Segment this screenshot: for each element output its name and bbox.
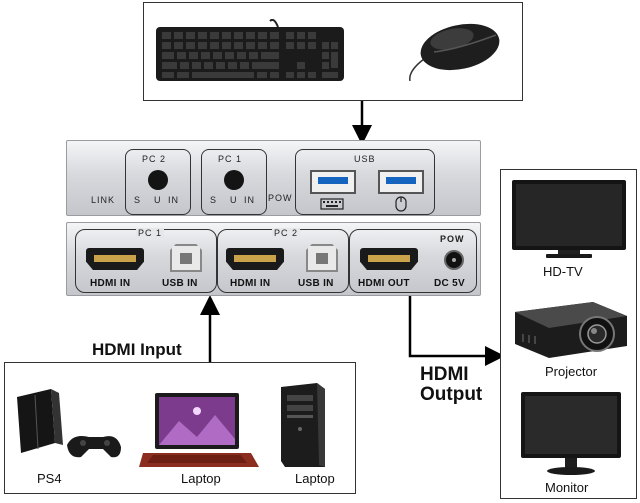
keyboard-icon xyxy=(156,19,344,81)
hdmi-out-label: HDMI OUT xyxy=(358,278,410,289)
pc1-rear-group: PC 1 HDMI IN USB IN xyxy=(75,228,217,293)
desktop-tower-icon xyxy=(281,383,325,467)
pc1-front-group: PC 1 S U IN xyxy=(201,149,267,215)
hdmi-in-1-port[interactable] xyxy=(86,248,144,270)
pc2-rear-title: PC 2 xyxy=(272,228,301,238)
switch-to-output-arrow xyxy=(408,296,505,366)
hdmi-in-1-label: HDMI IN xyxy=(90,278,131,289)
hdmi-input-label: HDMI Input xyxy=(92,340,182,359)
usb-front-title: USB xyxy=(354,154,376,164)
usb-keyboard-port[interactable] xyxy=(310,170,356,194)
usb-front-group: USB xyxy=(295,149,435,215)
output-rear-group: POW HDMI OUT DC 5V xyxy=(349,229,477,293)
output-label-projector: Projector xyxy=(545,364,598,379)
link-label: LINK xyxy=(91,195,116,205)
switch-rear-panel: PC 1 HDMI IN USB IN PC 2 HDMI IN USB IN … xyxy=(66,222,481,296)
dc-5v-label: DC 5V xyxy=(434,278,465,289)
hdmi-out-port[interactable] xyxy=(360,248,418,270)
pc2-led-in-label: IN xyxy=(168,195,179,205)
pc1-led-u-label: U xyxy=(230,195,238,205)
ps4-console-icon xyxy=(17,389,121,458)
pc2-led-s-label: S xyxy=(134,195,142,205)
input-label-laptop-2: Laptop xyxy=(295,471,335,486)
pc2-rear-group: PC 2 HDMI IN USB IN xyxy=(217,228,349,293)
projector-icon xyxy=(515,302,627,358)
input-label-laptop-1: Laptop xyxy=(181,471,221,486)
output-label-monitor: Monitor xyxy=(545,480,589,495)
peripherals-box xyxy=(143,2,523,101)
dc-power-jack[interactable] xyxy=(444,250,464,270)
input-label-ps4: PS4 xyxy=(37,471,62,486)
hdmi-in-2-label: HDMI IN xyxy=(230,278,271,289)
rear-pow-label: POW xyxy=(440,234,465,244)
keyboard-small-icon xyxy=(320,198,344,210)
output-displays-box: HD-TV Projector Monitor xyxy=(500,169,637,499)
usb-in-2-port[interactable] xyxy=(306,244,338,272)
usb-in-1-port[interactable] xyxy=(170,244,202,272)
pc1-led-in-label: IN xyxy=(244,195,255,205)
monitor-icon xyxy=(521,392,621,475)
input-sources-box: PS4 Laptop Laptop xyxy=(4,362,356,494)
pc2-front-group: PC 2 S U IN xyxy=(125,149,191,215)
usb-mouse-port[interactable] xyxy=(378,170,424,194)
usb-in-1-label: USB IN xyxy=(162,278,198,289)
pc2-led-u-label: U xyxy=(154,195,162,205)
pc2-select-button[interactable] xyxy=(148,170,168,190)
pc2-front-title: PC 2 xyxy=(142,154,167,164)
output-label-tv: HD-TV xyxy=(543,264,583,279)
hdmi-in-2-port[interactable] xyxy=(226,248,284,270)
tv-icon xyxy=(512,180,626,258)
front-pow-label: POW xyxy=(268,193,293,203)
usb-in-2-label: USB IN xyxy=(298,278,334,289)
pc1-rear-title: PC 1 xyxy=(136,228,165,238)
mouse-small-icon xyxy=(395,196,407,212)
laptop-icon xyxy=(139,393,259,467)
hdmi-output-label-line1: HDMI xyxy=(420,364,469,385)
pc1-front-title: PC 1 xyxy=(218,154,243,164)
hdmi-output-label-line2: Output xyxy=(420,384,483,405)
switch-front-panel: LINK PC 2 S U IN PC 1 S U IN POW USB xyxy=(66,140,481,216)
pc1-led-s-label: S xyxy=(210,195,218,205)
mouse-icon xyxy=(409,23,500,81)
pc1-select-button[interactable] xyxy=(224,170,244,190)
